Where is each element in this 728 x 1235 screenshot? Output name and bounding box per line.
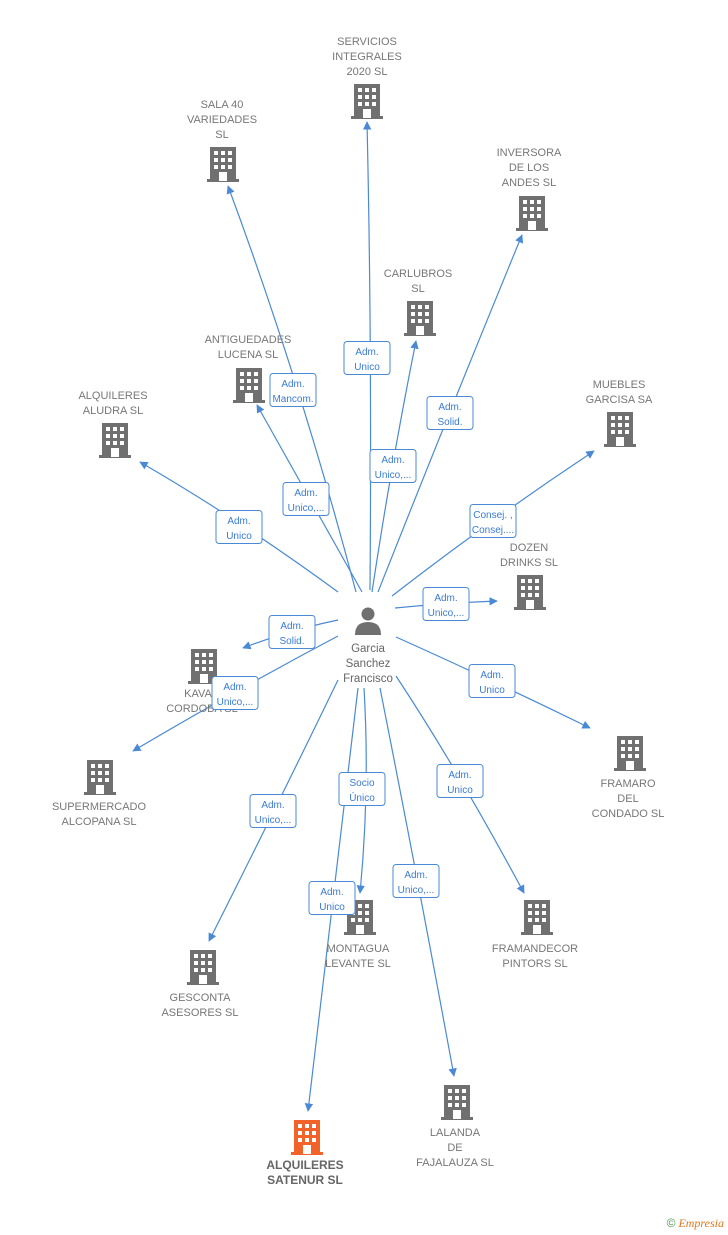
svg-text:Solid.: Solid. xyxy=(437,417,462,428)
svg-text:Adm.: Adm. xyxy=(261,800,284,811)
footer-brand: ©Empresia xyxy=(667,1216,724,1231)
role-badge-servicios[interactable]: Adm. Unico xyxy=(343,341,391,375)
svg-text:Adm.: Adm. xyxy=(355,347,378,358)
svg-text:Socio: Socio xyxy=(349,778,374,789)
svg-text:Mancom.: Mancom. xyxy=(272,394,313,405)
building-icon-sala40[interactable] xyxy=(207,147,239,182)
svg-text:Unico,...: Unico,... xyxy=(255,815,292,826)
building-icon-garcisa[interactable] xyxy=(604,412,636,447)
svg-text:Adm.: Adm. xyxy=(294,488,317,499)
role-badge-carlubros[interactable]: Adm. Unico,... xyxy=(369,449,417,483)
building-icon-aludra[interactable] xyxy=(99,423,131,458)
svg-text:Unico,...: Unico,... xyxy=(398,885,435,896)
role-badge-dozen[interactable]: Adm. Unico,... xyxy=(422,587,470,621)
svg-text:Consej....: Consej.... xyxy=(472,525,514,536)
svg-text:Adm.: Adm. xyxy=(381,455,404,466)
role-badge-lalanda[interactable]: Adm. Unico,... xyxy=(392,864,440,898)
svg-text:Unico: Unico xyxy=(319,902,345,913)
svg-text:Adm.: Adm. xyxy=(281,379,304,390)
svg-text:Unico: Unico xyxy=(354,362,380,373)
building-icon-framandecor[interactable] xyxy=(521,900,553,935)
svg-text:Solid.: Solid. xyxy=(279,636,304,647)
svg-text:Adm.: Adm. xyxy=(320,887,343,898)
svg-text:Consej. ,: Consej. , xyxy=(473,510,512,521)
role-badge-alcopana[interactable]: Adm. Unico,... xyxy=(211,676,259,710)
building-icon-inversora[interactable] xyxy=(516,196,548,231)
svg-text:Único: Único xyxy=(349,791,375,804)
role-badge-kavan[interactable]: Adm. Solid. xyxy=(268,615,316,649)
building-icon-carlubros[interactable] xyxy=(404,301,436,336)
svg-text:Adm.: Adm. xyxy=(227,516,250,527)
role-badge-aludra[interactable]: Adm. Unico xyxy=(215,510,263,544)
svg-text:Unico,...: Unico,... xyxy=(375,470,412,481)
copyright-symbol: © xyxy=(666,1216,676,1230)
building-icon-dozen[interactable] xyxy=(514,575,546,610)
building-icon-servicios[interactable] xyxy=(351,84,383,119)
role-badge-antiguedades[interactable]: Adm. Unico,... xyxy=(282,482,330,516)
svg-text:Adm.: Adm. xyxy=(223,682,246,693)
svg-text:Adm.: Adm. xyxy=(280,621,303,632)
role-badge-sala40[interactable]: Adm. Mancom. xyxy=(269,373,317,407)
svg-text:Unico,...: Unico,... xyxy=(428,608,465,619)
svg-text:Adm.: Adm. xyxy=(404,870,427,881)
building-icon-highlight-satenur[interactable] xyxy=(291,1120,323,1155)
building-icon-lalanda[interactable] xyxy=(441,1085,473,1120)
role-badge-garcisa[interactable]: Consej. , Consej.... xyxy=(469,504,517,538)
role-badge-framandecor[interactable]: Adm. Unico xyxy=(436,764,484,798)
svg-text:Adm.: Adm. xyxy=(448,770,471,781)
role-badge-satenur[interactable]: Adm. Unico xyxy=(308,881,356,915)
role-badge-inversora[interactable]: Adm. Solid. xyxy=(426,396,474,430)
svg-text:Adm.: Adm. xyxy=(434,593,457,604)
svg-text:Adm.: Adm. xyxy=(480,670,503,681)
svg-text:Unico,...: Unico,... xyxy=(288,503,325,514)
building-icon-framaro[interactable] xyxy=(614,736,646,771)
role-badge-framaro[interactable]: Adm. Unico xyxy=(468,664,516,698)
building-icon-gesconta[interactable] xyxy=(187,950,219,985)
svg-text:Unico: Unico xyxy=(226,531,252,542)
svg-text:Adm.: Adm. xyxy=(438,402,461,413)
role-badge-gesconta[interactable]: Adm. Unico,... xyxy=(249,794,297,828)
person-icon xyxy=(361,607,375,621)
brand-logo: Empresia xyxy=(678,1216,724,1230)
svg-text:Unico: Unico xyxy=(447,785,473,796)
svg-text:Unico,...: Unico,... xyxy=(217,697,254,708)
building-icon-alcopana[interactable] xyxy=(84,760,116,795)
building-icon-antiguedades[interactable] xyxy=(233,368,265,403)
roles-layer: Adm.UnicoAdm.Mancom.Adm.Solid.Adm.Unico,… xyxy=(211,341,517,915)
svg-text:Unico: Unico xyxy=(479,685,505,696)
